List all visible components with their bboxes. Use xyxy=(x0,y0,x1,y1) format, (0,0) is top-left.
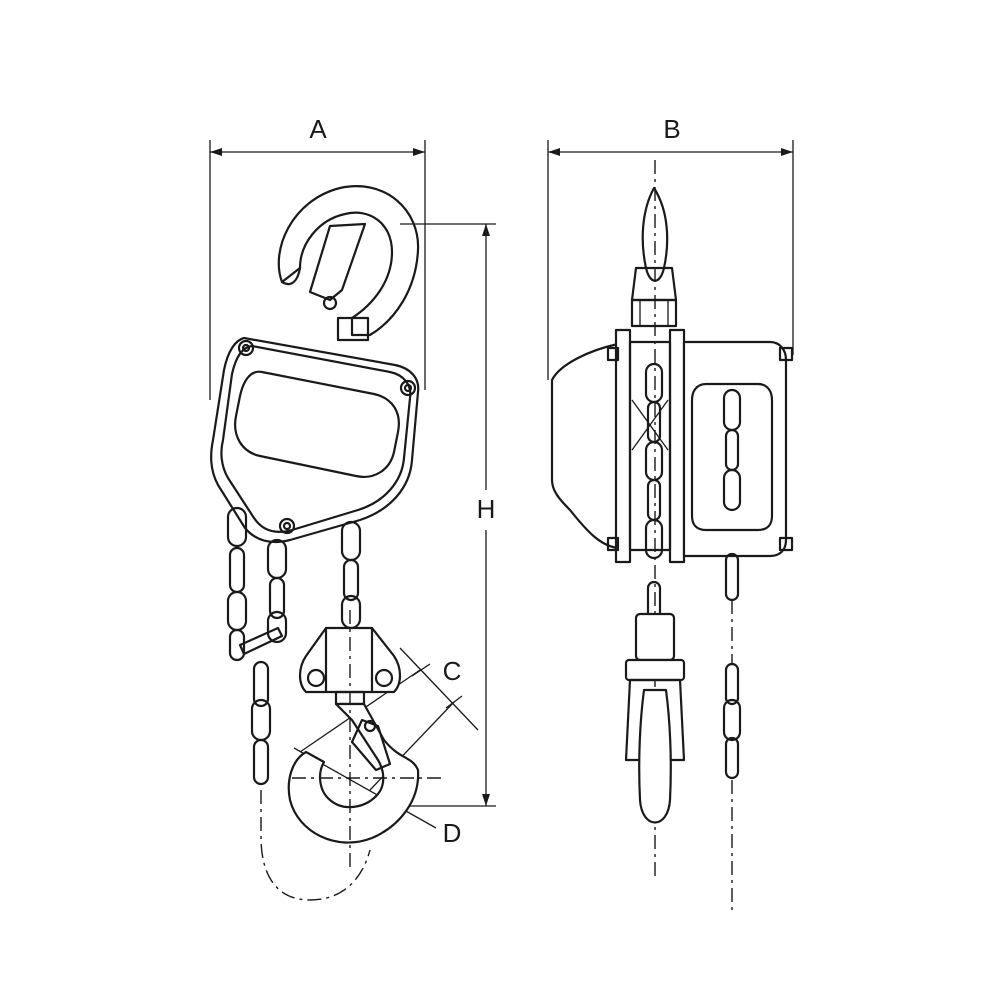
label-c: C xyxy=(443,656,462,686)
dimension-c: C xyxy=(299,647,479,791)
dimension-a: A xyxy=(209,114,426,400)
bottom-hook xyxy=(287,610,446,870)
side-bottom-hook xyxy=(624,612,686,824)
label-d: D xyxy=(443,818,462,848)
dimension-h: H xyxy=(372,223,496,807)
side-top-hook xyxy=(630,186,678,328)
side-body xyxy=(550,328,794,564)
hoist-body xyxy=(210,336,420,544)
label-b: B xyxy=(663,114,680,144)
label-a: A xyxy=(309,114,327,144)
load-chain-left xyxy=(340,520,362,630)
label-h: H xyxy=(477,494,496,524)
top-hook xyxy=(277,185,420,342)
side-hand-chain xyxy=(722,388,742,912)
hand-chain-left xyxy=(226,506,371,901)
dimension-b: B xyxy=(547,114,794,380)
